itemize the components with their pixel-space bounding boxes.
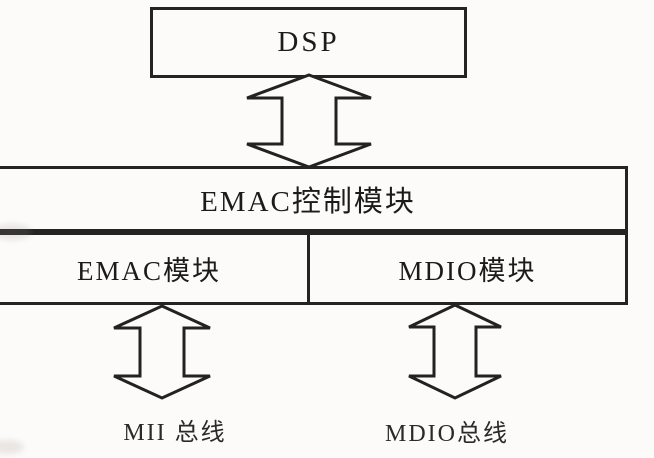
emac-mii-bidirectional-arrow-icon	[113, 304, 211, 400]
watermark-smudge	[0, 440, 24, 454]
mdio-mdiobus-bidirectional-arrow-icon	[408, 303, 502, 400]
node-emac-control-label: EMAC控制模块	[200, 186, 416, 218]
node-emac-module-label: EMAC模块	[76, 256, 221, 286]
node-dsp-label: DSP	[277, 26, 340, 58]
label-mdio-bus: MDIO总线	[385, 421, 509, 447]
dsp-emac-control-bidirectional-arrow-icon	[246, 73, 372, 169]
label-mii-bus: MII 总线	[123, 420, 227, 446]
module-row: EMAC模块 MDIO模块	[0, 232, 628, 305]
node-mdio-module-label: MDIO模块	[398, 256, 537, 286]
node-mdio-module: MDIO模块	[310, 235, 625, 302]
node-emac-module: EMAC模块	[0, 235, 310, 302]
node-dsp: DSP	[150, 7, 467, 78]
watermark-smudge	[0, 224, 32, 240]
node-emac-control: EMAC控制模块	[0, 166, 628, 232]
